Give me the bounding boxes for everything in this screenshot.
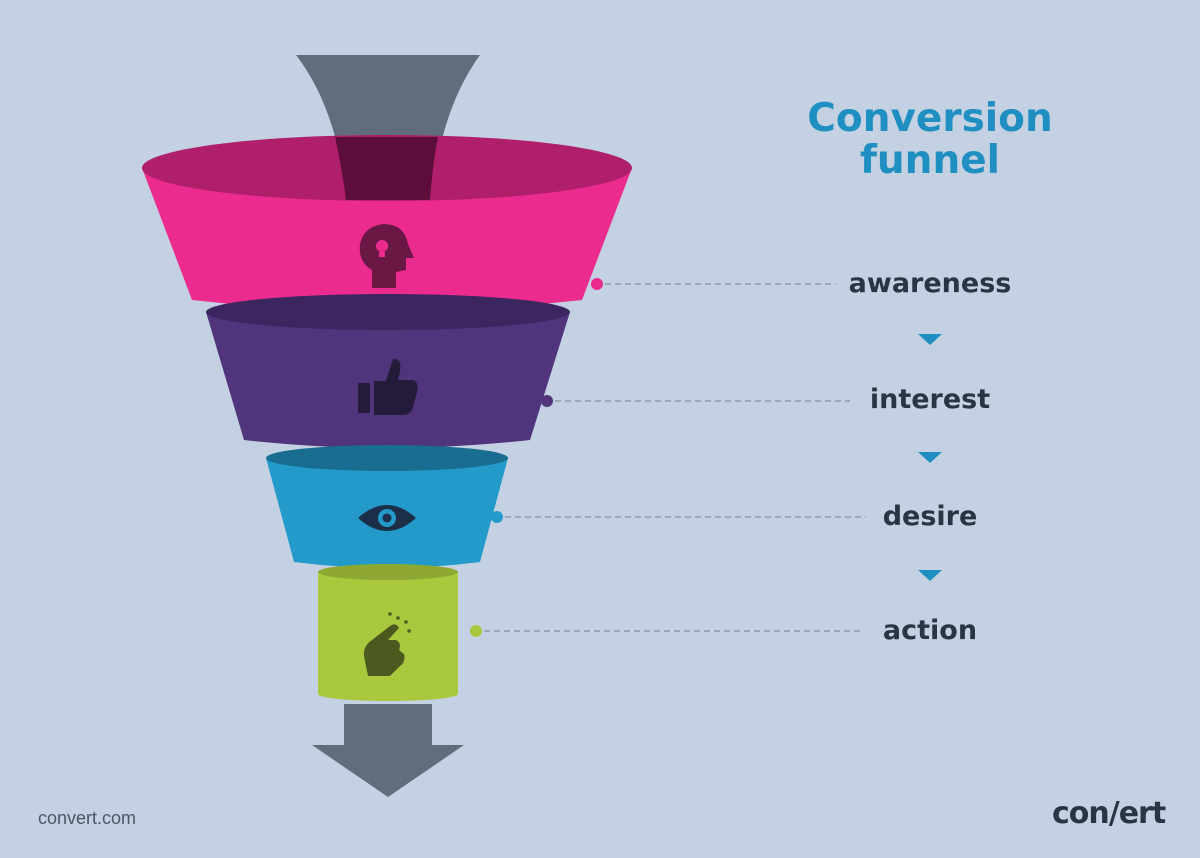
connector-awareness (591, 278, 836, 290)
head-lightbulb-icon (359, 224, 414, 288)
step-arrow-2 (918, 452, 942, 463)
step-arrow-1 (918, 334, 942, 345)
diagram-title: Conversion funnel (807, 96, 1053, 183)
eye-icon (358, 505, 416, 531)
pointing-hand-icon (363, 612, 411, 676)
stage-label-action: action (882, 615, 978, 646)
funnel-band-interest (206, 294, 570, 448)
step-arrow-3 (918, 570, 942, 581)
connector-desire (491, 511, 866, 523)
output-arrow (312, 704, 464, 797)
convert-logo: con/ert (1052, 796, 1166, 831)
connector-interest (541, 395, 850, 407)
stage-label-desire: desire (882, 501, 978, 532)
thumbs-up-icon (358, 358, 418, 415)
footer-url: convert.com (38, 808, 137, 828)
connector-action (470, 625, 862, 637)
stage-label-awareness: awareness (848, 268, 1012, 299)
stage-label-interest: interest (869, 384, 991, 415)
